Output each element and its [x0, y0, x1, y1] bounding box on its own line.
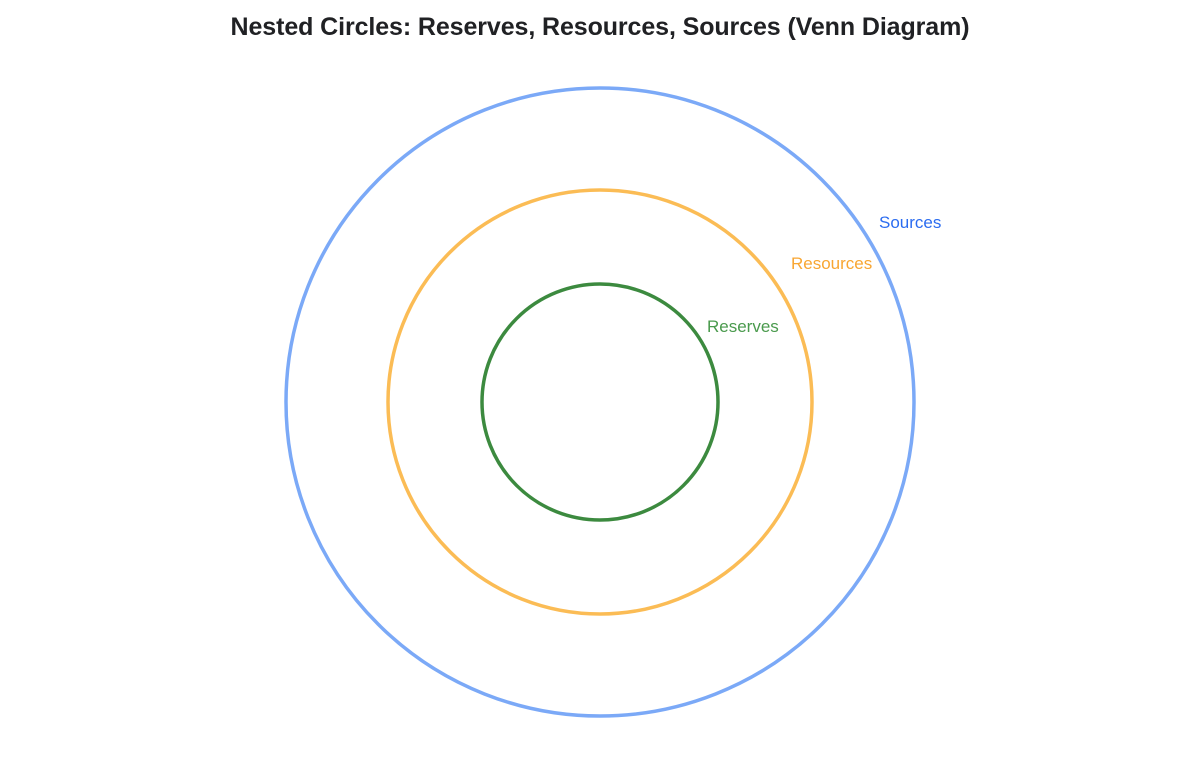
circle-resources[interactable] — [386, 188, 814, 616]
label-resources: Resources — [791, 254, 872, 273]
page-title: Nested Circles: Reserves, Resources, Sou… — [230, 13, 970, 41]
circle-reserves[interactable] — [480, 282, 720, 522]
label-reserves: Reserves — [707, 317, 779, 336]
label-sources: Sources — [879, 213, 941, 232]
circle-sources[interactable] — [284, 86, 916, 718]
